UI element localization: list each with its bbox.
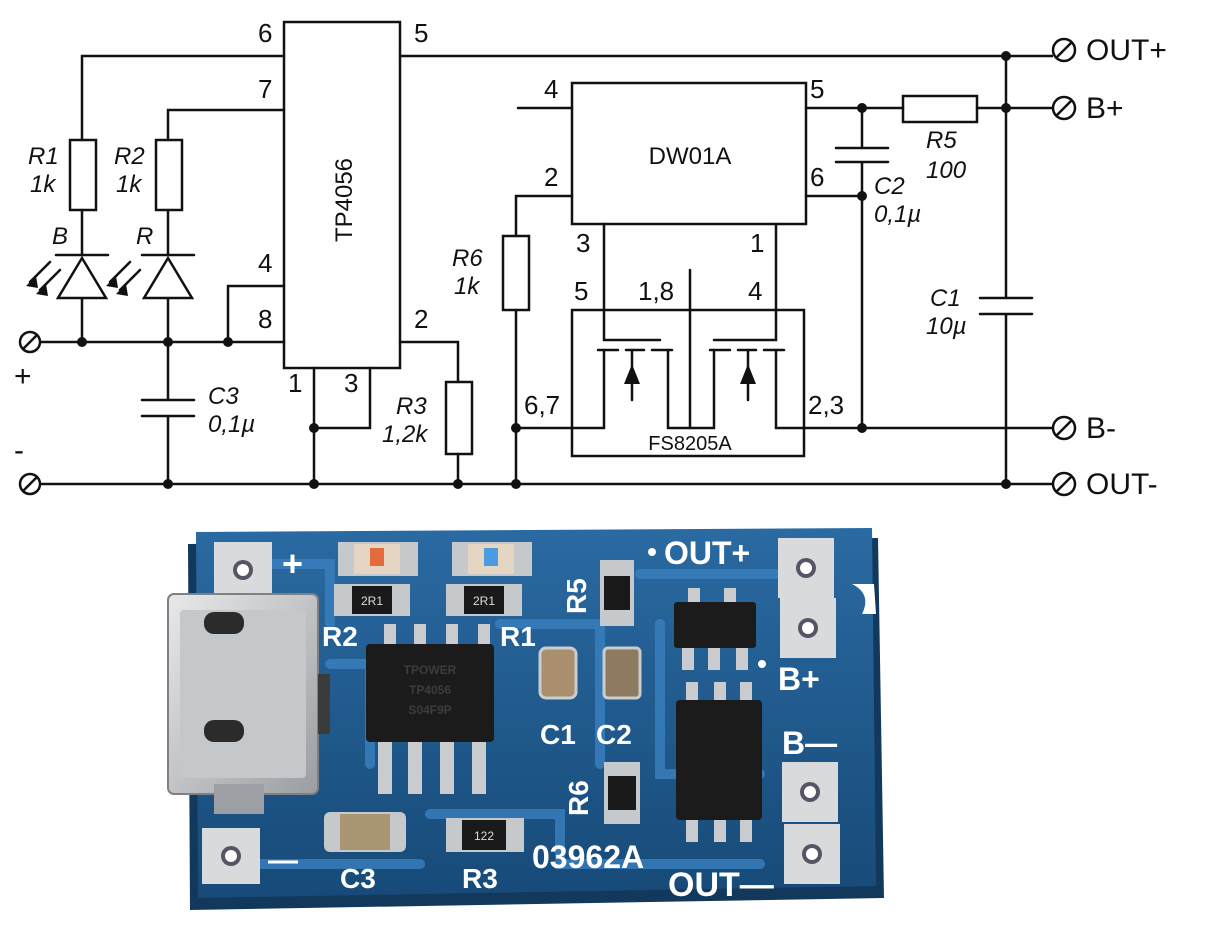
fs8205a-label: FS8205A	[648, 433, 732, 455]
fs8205a-chip	[676, 682, 762, 842]
silk-r6: R6	[563, 780, 594, 816]
c2-value: 0,1µ	[874, 201, 921, 228]
led-right	[452, 542, 532, 576]
fs8205a-pin-5: 5	[574, 276, 588, 306]
capacitor-c1	[538, 646, 578, 700]
dw01a-pin-5: 5	[810, 74, 824, 104]
silk-r2: R2	[322, 621, 358, 652]
c3-value: 0,1µ	[208, 411, 255, 438]
r5-ref: R5	[926, 127, 957, 154]
tp4056-chip: TPOWER TP4056 S04F9P	[366, 624, 494, 794]
led-b-ref: B	[52, 223, 68, 250]
terminal-minus-label: -	[14, 434, 24, 467]
resistor-r6	[604, 762, 640, 824]
led-r-ref: R	[136, 223, 153, 250]
terminal-b-plus-label: B+	[1086, 92, 1124, 125]
c3-ref: C3	[208, 383, 239, 410]
r2-ref: R2	[114, 143, 145, 170]
tp4056-pin-7: 7	[258, 74, 272, 104]
pad-minus	[202, 828, 260, 884]
dw01a-pin-3: 3	[576, 228, 590, 258]
capacitor-c2	[602, 646, 642, 700]
dw01a-pin-6: 6	[810, 162, 824, 192]
dw01a-chip	[674, 588, 756, 670]
terminal-plus-label: +	[14, 360, 32, 393]
micro-usb-connector	[167, 593, 330, 814]
led-left	[338, 542, 418, 576]
pad-plus	[214, 542, 272, 598]
silk-r5: R5	[561, 578, 592, 614]
silk-r3: R3	[462, 863, 498, 894]
resistor-r1: 2R1	[446, 584, 522, 616]
silk-b-minus: B—	[782, 725, 837, 761]
tp4056-pin-6: 6	[258, 18, 272, 48]
svg-text:2R1: 2R1	[473, 594, 495, 608]
tp4056-pin-3: 3	[344, 368, 358, 398]
capacitor-c3	[324, 812, 406, 852]
svg-text:2R1: 2R1	[361, 594, 383, 608]
resistor-r2: 2R1	[334, 584, 410, 616]
circuit-schematic: TP4056 6 5 7 4 8 2 1 3 DW01A 4 5 2 6 3 1…	[14, 18, 1167, 500]
r1-ref: R1	[28, 143, 59, 170]
tp4056-body	[282, 20, 402, 370]
tp4056-pin-8: 8	[258, 304, 272, 334]
tp4056-pin-5: 5	[414, 18, 428, 48]
resistor-r5	[600, 560, 634, 626]
dw01a-pin-1: 1	[750, 228, 764, 258]
pad-out-minus	[784, 824, 840, 884]
silk-c1: C1	[540, 719, 576, 750]
terminal-out-minus-label: OUT-	[1086, 468, 1158, 500]
svg-text:TP4056: TP4056	[409, 683, 451, 697]
silk-r1: R1	[500, 621, 536, 652]
dw01a-pin-2: 2	[544, 162, 558, 192]
tp4056-pin-4: 4	[258, 248, 272, 278]
silk-b-plus: B+	[778, 661, 820, 697]
terminal-out-plus-label: OUT+	[1086, 34, 1167, 67]
silk-plus: +	[282, 543, 303, 584]
silk-out-minus: OUT—	[668, 866, 774, 904]
silk-board-code: 03962A	[532, 839, 644, 875]
r1-value: 1k	[30, 171, 57, 198]
fs8205a-pin-6-7: 6,7	[524, 390, 560, 420]
fs8205a-body	[570, 308, 806, 458]
silk-minus: —	[268, 844, 298, 877]
pad-b-minus	[782, 762, 838, 822]
tp4056-label: TP4056	[331, 158, 358, 242]
dw01a-label: DW01A	[649, 143, 732, 170]
r3-value: 1,2k	[382, 421, 429, 448]
tp4056-pin-2: 2	[414, 304, 428, 334]
silk-c3: C3	[340, 863, 376, 894]
r5-value: 100	[926, 157, 967, 184]
dw01a-body	[570, 81, 808, 226]
pcb-board: 2R1 2R1 TPOWER TP4056 S04F9P	[167, 528, 884, 910]
fs8205a-pin-4: 4	[748, 276, 762, 306]
svg-text:S04F9P: S04F9P	[408, 703, 451, 717]
silk-out-plus: OUT+	[664, 535, 750, 571]
resistor-r3: 122	[446, 818, 524, 852]
dw01a-pin-4: 4	[544, 74, 558, 104]
c1-value: 10µ	[926, 313, 967, 340]
c1-ref: C1	[930, 285, 961, 312]
r3-ref: R3	[396, 393, 427, 420]
r6-value: 1k	[454, 273, 481, 300]
svg-text:122: 122	[474, 829, 494, 843]
r2-value: 1k	[116, 171, 143, 198]
terminal-b-minus-label: B-	[1086, 412, 1116, 445]
pad-out-plus	[778, 538, 834, 598]
tp4056-pin-1: 1	[288, 368, 302, 398]
pad-b-plus	[780, 598, 836, 658]
silk-c2: C2	[596, 719, 632, 750]
r6-ref: R6	[452, 245, 483, 272]
fs8205a-pin-1-8: 1,8	[638, 276, 674, 306]
svg-text:TPOWER: TPOWER	[404, 663, 457, 677]
fs8205a-pin-2-3: 2,3	[808, 390, 844, 420]
c2-ref: C2	[874, 173, 905, 200]
